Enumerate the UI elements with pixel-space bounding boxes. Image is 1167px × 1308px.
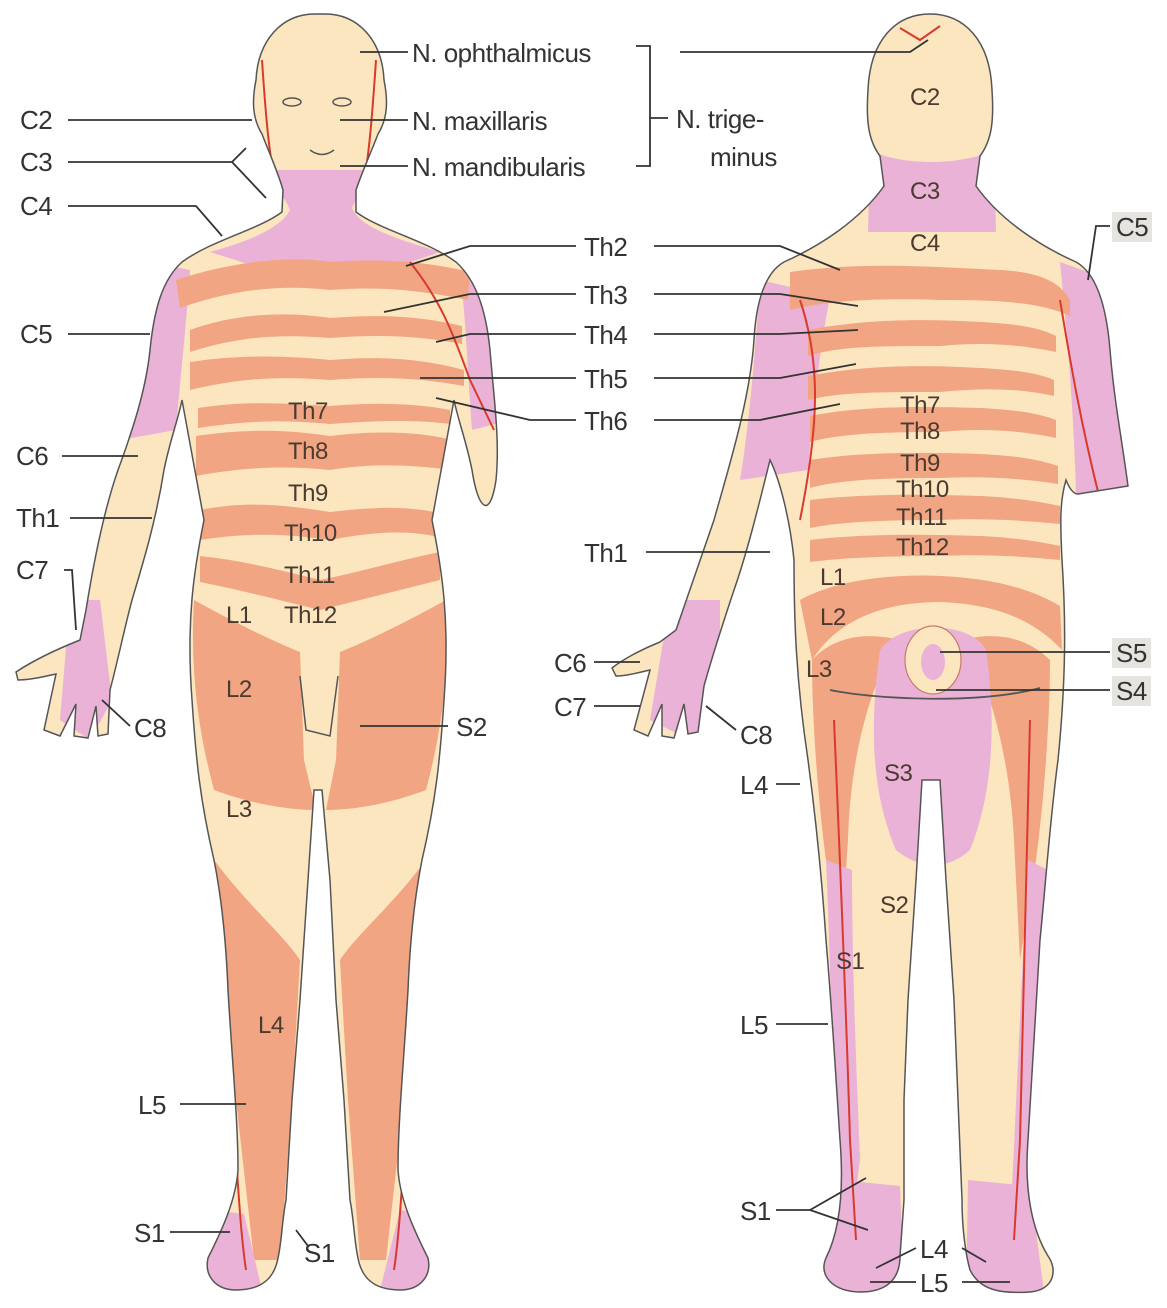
front-label-c7: C7 [16,557,48,583]
back-label-l5-foot: L5 [920,1270,948,1296]
front-seg-l2: L2 [226,678,252,702]
front-seg-th12: Th12 [284,604,337,628]
back-seg-th7: Th7 [900,394,940,418]
label-n-maxillaris: N. maxillaris [412,108,547,134]
back-seg-l1: L1 [820,566,846,590]
front-body [0,0,600,1308]
back-label-c6: C6 [554,650,586,676]
front-seg-l4: L4 [258,1014,284,1038]
front-label-c5: C5 [20,321,52,347]
front-seg-l1: L1 [226,604,252,628]
back-label-th1: Th1 [584,540,627,566]
front-label-c2: C2 [20,107,52,133]
back-label-l5: L5 [740,1012,768,1038]
back-seg-c4: C4 [910,232,940,256]
front-seg-th7: Th7 [288,400,328,424]
front-label-c4: C4 [20,193,52,219]
back-label-c7: C7 [554,694,586,720]
front-label-c6: C6 [16,443,48,469]
front-seg-th11: Th11 [284,564,335,588]
back-label-s4: S4 [1112,676,1151,706]
front-label-s1-left: S1 [134,1220,165,1246]
front-label-l5: L5 [138,1092,166,1118]
back-seg-c3: C3 [910,180,940,204]
front-label-c8: C8 [134,715,166,741]
callout-th2: Th2 [584,234,627,260]
front-label-th1: Th1 [16,505,59,531]
back-label-s5: S5 [1112,638,1151,668]
back-seg-s2: S2 [880,894,908,918]
label-n-ophthalmicus: N. ophthalmicus [412,40,591,66]
label-n-trigeminus-line2: minus [710,144,777,170]
back-seg-l3: L3 [806,658,832,682]
front-seg-th10: Th10 [284,522,337,546]
back-seg-l2: L2 [820,606,846,630]
front-seg-l3: L3 [226,798,252,822]
callout-th5: Th5 [584,366,627,392]
front-label-s2: S2 [456,714,487,740]
front-label-c3: C3 [20,149,52,175]
label-n-trigeminus-line1: N. trige- [676,106,764,132]
back-label-l4-foot: L4 [920,1236,948,1262]
back-label-c5: C5 [1112,212,1152,242]
back-label-s1-foot: S1 [740,1198,771,1224]
back-body [600,0,1167,1308]
back-seg-th9: Th9 [900,452,940,476]
front-seg-th9: Th9 [288,482,328,506]
back-seg-s3: S3 [884,762,912,786]
back-seg-th11: Th11 [896,506,947,530]
front-label-s1-right: S1 [304,1240,335,1266]
back-label-l4: L4 [740,772,768,798]
back-seg-s1: S1 [836,950,864,974]
back-seg-c2: C2 [910,86,940,110]
back-label-c8: C8 [740,722,772,748]
back-seg-th8: Th8 [900,420,940,444]
back-seg-th12: Th12 [896,536,949,560]
callout-th6: Th6 [584,408,627,434]
callout-th4: Th4 [584,322,627,348]
label-n-mandibularis: N. mandibularis [412,154,585,180]
front-seg-th8: Th8 [288,440,328,464]
callout-th3: Th3 [584,282,627,308]
back-seg-th10: Th10 [896,478,949,502]
